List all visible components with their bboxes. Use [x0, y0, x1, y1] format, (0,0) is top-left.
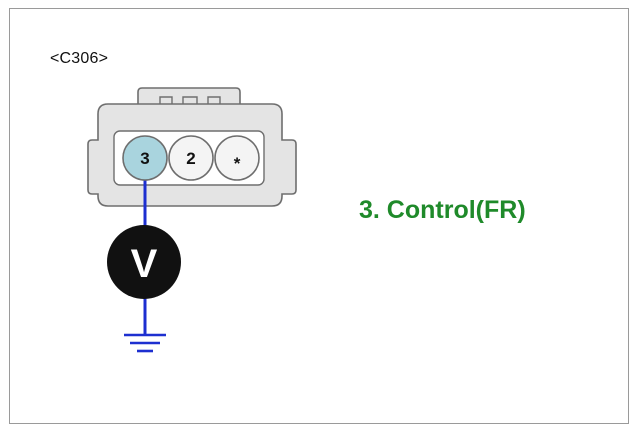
- connector-id-label: <C306>: [50, 50, 109, 67]
- test-step-caption: 3. Control(FR): [359, 196, 526, 224]
- pin-3-label: *: [234, 154, 241, 173]
- ground-icon: [124, 333, 166, 353]
- pin-1-label: 3: [140, 149, 149, 168]
- pin-3-circle: [214, 135, 260, 181]
- pin-2-circle: [168, 135, 214, 181]
- connector-pins: 3 2 *: [122, 135, 260, 181]
- pin-1-circle: [122, 135, 168, 181]
- diagram-frame: [9, 8, 629, 424]
- voltmeter-circle: [107, 225, 181, 299]
- voltmeter-label: V: [131, 242, 158, 286]
- pin-2-label: 2: [186, 149, 195, 168]
- voltmeter: V: [107, 225, 181, 299]
